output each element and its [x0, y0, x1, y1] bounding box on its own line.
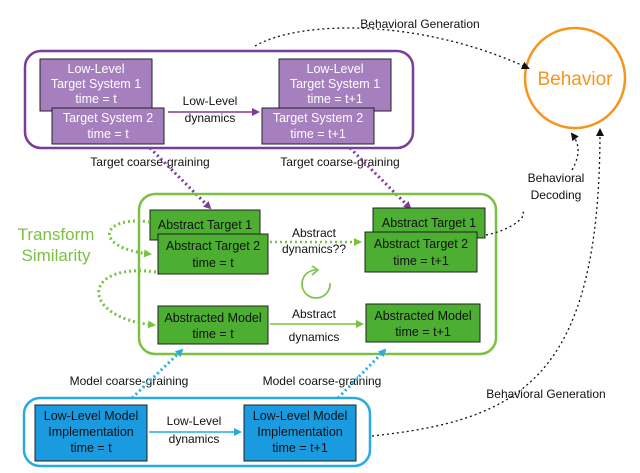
target-system-1-t1-line2: Target System 1: [290, 77, 380, 91]
model-coarse-right-label: Model coarse-graining: [263, 374, 382, 388]
model-coarse-left-arrow: [130, 348, 184, 400]
abstract-target-1-t-text: Abstract Target 1: [158, 218, 252, 232]
target-system-1-t-line3: time = t: [75, 92, 117, 106]
model-implementation-t1: [243, 404, 357, 462]
abstract-dynamics-target-label-2: dynamics??: [282, 242, 346, 256]
target-system-2-t1: [261, 107, 375, 145]
behavioral-generation-top-arrow: [254, 27, 530, 70]
target-system-2-t1-line1: Target System 2: [273, 111, 363, 125]
target-system-2-t-line2: time = t: [87, 127, 129, 141]
target-coarse-left-arrow: [148, 146, 212, 210]
abstracted-model-t-line1: Abstracted Model: [164, 311, 261, 325]
target-dynamics-label-1: Low-Level: [183, 94, 238, 108]
model-coarse-left-label: Model coarse-graining: [70, 374, 189, 388]
abstract-dynamics-target-label-1: Abstract: [292, 226, 337, 240]
abstracted-model-t: [157, 305, 269, 345]
transform-similarity-arrows: [97, 219, 157, 329]
abstracted-model-t1-line1: Abstracted Model: [374, 309, 471, 323]
behavior-circle: [523, 26, 627, 130]
target-system-1-t1: [278, 58, 392, 112]
model-implementation-t1-line3: time = t+1: [272, 441, 328, 455]
model-implementation-t1-line1: Low-Level Model: [253, 409, 348, 423]
target-coarse-right-arrow: [348, 146, 412, 210]
target-coarse-right-label: Target coarse-graining: [280, 155, 399, 169]
model-dynamics-label-1: Low-Level: [167, 414, 222, 428]
behavioral-generation-bottom-label: Behavioral Generation: [486, 387, 605, 401]
model-dynamics-label-2: dynamics: [169, 432, 220, 446]
behavioral-decoding-label-1: Behavioral: [528, 171, 585, 185]
abstract-dynamics-model-label-1: Abstract: [292, 307, 337, 321]
abstracted-model-t1-line2: time = t+1: [395, 325, 451, 339]
abstract-target-2-t: [157, 233, 269, 275]
target-system-1-t-line2: Target System 1: [51, 77, 141, 91]
model-implementation-t-line2: Implementation: [48, 425, 134, 439]
model-container: [22, 396, 372, 468]
target-system-2-t-line1: Target System 2: [63, 111, 153, 125]
target-coarse-left-label: Target coarse-graining: [90, 155, 209, 169]
model-implementation-t-line1: Low-Level Model: [44, 409, 139, 423]
transform-similarity-line1: Transform: [18, 225, 95, 244]
behavior-label: Behavior: [538, 69, 614, 90]
abstract-dynamics-model-label-2: dynamics: [289, 330, 340, 344]
target-system-1-t: [39, 58, 153, 112]
abstracted-model-t1: [365, 303, 481, 343]
abstract-target-2-t1-line2: time = t+1: [393, 254, 449, 268]
abstracted-model-t-line2: time = t: [192, 327, 234, 341]
target-system-1-t1-line3: time = t+1: [307, 92, 363, 106]
target-dynamics-label-2: dynamics: [185, 111, 236, 125]
behavioral-decoding-arrow-lower: [485, 211, 525, 236]
behavioral-generation-bottom-arrow: [371, 128, 604, 437]
target-system-1-t1-line1: Low-Level: [307, 62, 364, 76]
abstract-target-1-t1-text: Abstract Target 1: [382, 216, 476, 230]
transform-similarity-line2: Similarity: [22, 246, 91, 265]
model-implementation-t-line3: time = t: [70, 441, 112, 455]
abstract-container: [137, 192, 498, 356]
model-implementation-t: [34, 404, 148, 462]
model-coarse-right-arrow: [336, 348, 387, 400]
abstract-target-2-t-line1: Abstract Target 2: [166, 239, 260, 253]
abstract-target-2-t-line2: time = t: [192, 256, 234, 270]
abstract-target-2-t1: [364, 231, 478, 273]
target-system-1-t-line1: Low-Level: [68, 62, 125, 76]
model-implementation-t1-line2: Implementation: [257, 425, 343, 439]
target-system-container: [23, 49, 415, 150]
cycle-arrow-icon: [301, 265, 331, 299]
target-system-2-t1-line2: time = t+1: [290, 127, 346, 141]
target-system-2-t: [51, 107, 165, 145]
behavioral-decoding-arrow-upper: [570, 132, 579, 171]
behavioral-decoding-label-2: Decoding: [531, 188, 582, 202]
behavioral-generation-top-label: Behavioral Generation: [360, 17, 479, 31]
abstract-target-2-t1-line1: Abstract Target 2: [374, 237, 468, 251]
